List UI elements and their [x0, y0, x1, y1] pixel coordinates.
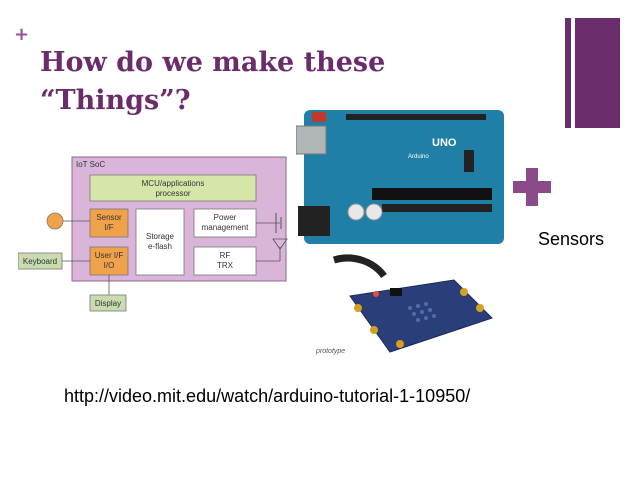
slide-title: How do we make these “Things”?: [40, 44, 385, 120]
sensor-label-2: I/F: [104, 223, 113, 232]
corner-plus-icon: +: [14, 24, 30, 45]
sensor-box: [89, 208, 129, 238]
image-caption: prototype: [316, 348, 346, 355]
soc-label: IoT SoC: [76, 160, 105, 169]
plus-icon: [513, 168, 551, 206]
user-if-label-2: I/O: [104, 261, 115, 270]
power-label-1: Power: [214, 213, 237, 222]
antenna-icon: [272, 238, 288, 250]
arduino-uno-logo: UNO: [432, 137, 457, 149]
arduino-board-image: UNO Arduino: [296, 110, 504, 244]
title-line-1: How do we make these: [40, 47, 386, 78]
title-line-2: “Things”?: [40, 85, 191, 116]
sensor-circle-icon: [46, 212, 64, 230]
rf-label-1: RF: [220, 251, 231, 260]
accent-bar-wide: [575, 18, 620, 128]
mcu-box: [89, 174, 257, 202]
sensor-label-1: Sensor: [96, 213, 122, 222]
mcu-label-2: processor: [155, 189, 190, 198]
storage-box: [135, 208, 185, 276]
power-box: [193, 208, 257, 238]
rf-box: [193, 246, 257, 276]
user-if-label-1: User I/F: [95, 251, 124, 260]
storage-label-1: Storage: [146, 232, 175, 241]
mcu-label-1: MCU/applications: [142, 179, 205, 188]
microbit-board-image: [332, 254, 493, 353]
keyboard-label: Keyboard: [23, 257, 57, 266]
iot-soc-diagram: IoT SoC MCU/applications processor Senso…: [18, 156, 288, 312]
rf-label-2: TRX: [217, 261, 234, 270]
arduino-brand: Arduino: [408, 154, 429, 160]
accent-bar-thin: [565, 18, 571, 128]
storage-label-2: e-flash: [148, 242, 172, 251]
video-url-link[interactable]: http://video.mit.edu/watch/arduino-tutor…: [64, 386, 471, 406]
display-box: [89, 294, 127, 312]
power-label-2: management: [202, 223, 249, 232]
user-if-box: [89, 246, 129, 276]
sensors-label: Sensors: [538, 229, 605, 249]
display-label: Display: [95, 299, 121, 308]
